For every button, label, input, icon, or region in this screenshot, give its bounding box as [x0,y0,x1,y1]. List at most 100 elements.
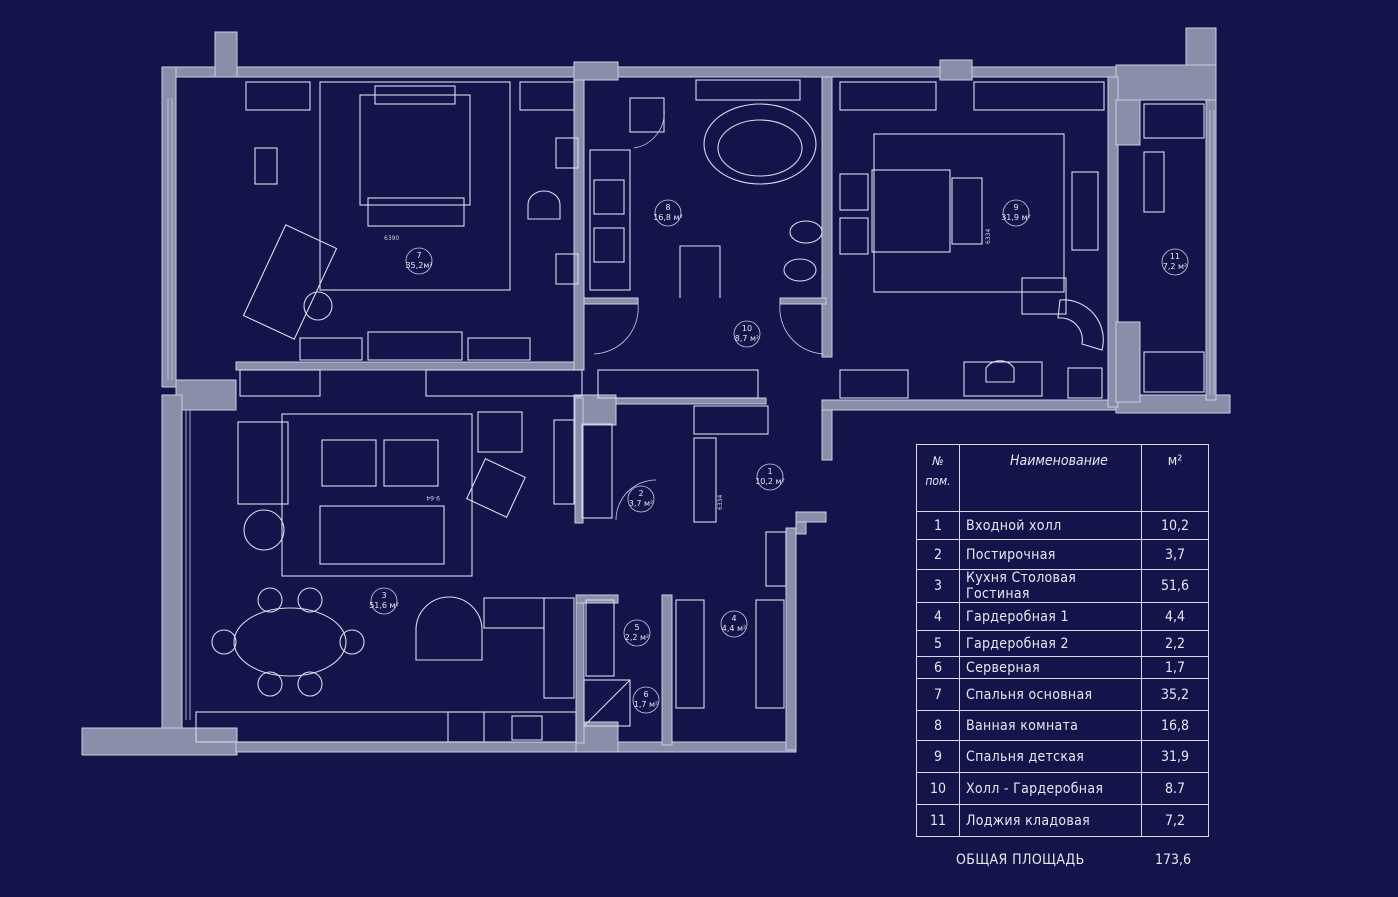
legend-row-num: 6 [916,656,960,679]
door-laundry [615,479,657,521]
legend-row-area: 2,2 [1141,630,1209,657]
bed-kids [871,169,951,253]
walls [81,27,1231,756]
furniture [195,79,1205,743]
dimension-4: 9-64 [426,494,440,501]
svg-text:8,7 м²: 8,7 м² [735,334,760,343]
wall-left-upper [161,66,177,388]
kitchen-counter-top [483,597,545,629]
svg-text:4,4 м²: 4,4 м² [722,624,747,633]
room-label-9: 9 31,9 м² [1001,199,1031,227]
nightstand-k2 [839,217,869,255]
chair-d3 [257,671,283,697]
armchair-lounge [242,224,338,340]
loggia-shelf-1 [1143,103,1205,139]
wall-loggia-inner-top [1115,99,1141,146]
hall-cabinet [765,531,787,587]
windows [167,98,1215,720]
dining-table [233,607,347,677]
wardrobe-4-rack-1 [675,599,705,709]
legend-header-unit: м² [1141,444,1209,512]
svg-text:3,7 м²: 3,7 м² [629,499,654,508]
wall-right-notch-top [795,511,827,523]
headboard-master [374,85,456,105]
room-label-8: 8 16,8 м² [653,199,683,227]
wall-int-horiz-1 [235,361,583,371]
sink-2 [593,227,625,263]
svg-text:10,2 м²: 10,2 м² [755,477,785,486]
wall-pillar-top-left [214,31,238,78]
legend-row-name: Гардеробная 2 [959,630,1142,657]
wardrobe-kids-1 [839,81,937,111]
legend-row-num: 10 [916,772,960,805]
legend-row-area: 8.7 [1141,772,1209,805]
legend-row-num: 4 [916,602,960,631]
rug-kids [873,133,1065,293]
wall-int-vert-2 [821,76,833,358]
legend-row-area: 16,8 [1141,710,1209,741]
svg-text:5: 5 [634,623,639,632]
svg-text:4: 4 [731,614,736,623]
wall-loggia-inner [1115,321,1141,403]
door-shower [633,107,665,149]
wall-wardrobe-left [575,602,585,744]
legend-row-area: 10,2 [1141,511,1209,540]
svg-text:7: 7 [416,251,421,260]
tv-unit [1071,171,1099,251]
pouf-1 [321,439,377,487]
wall-int-horiz-2 [615,397,767,405]
svg-text:31,9 м²: 31,9 м² [1001,213,1031,222]
loggia-shelf-2 [1143,351,1205,393]
living-cabinet-r [425,369,583,397]
bench-master [367,197,465,227]
kitchen-sink [511,715,543,741]
armchair-2 [466,458,526,518]
legend-row-num: 7 [916,678,960,711]
chair-d2 [297,587,323,613]
kitchen-island [415,596,483,661]
legend-row-name: Спальня основная [959,678,1142,711]
legend-row-name: Холл - Гардеробная [959,772,1142,805]
room-label-2: 2 3,7 м² [627,485,655,513]
room-label-10: 10 8,7 м² [733,320,761,348]
bath-shelf [695,79,801,101]
hob [447,711,485,743]
rug-living [281,413,473,577]
svg-text:2,2 м²: 2,2 м² [625,633,650,642]
bath-partition [679,245,721,298]
wardrobe-top-r [519,81,575,111]
legend-row-name: Спальня детская [959,740,1142,773]
wall-bottom-bedroom [821,399,1119,411]
wall-left-mid-block [175,379,237,411]
dimension-1: 6390 [384,235,399,242]
hall-wardrobe [597,369,759,399]
room-labels: 7 35,2м² 8 16,8 м² 9 31,9 м² 10 8,7 м² 1… [369,199,1189,714]
cabinet-1 [299,337,363,361]
svg-text:35,2м²: 35,2м² [405,261,432,270]
desk-2 [555,253,579,285]
wall-bottom [235,741,577,753]
legend-row-area: 35,2 [1141,678,1209,711]
svg-text:3: 3 [381,591,386,600]
legend-header-row: № пом. Наименование м² [916,444,1209,512]
dimension-2: 6334 [985,229,992,244]
wall-pillar-top-mid [573,61,619,81]
legend-row-name: Кухня Столовая Гостиная [959,569,1142,603]
kitchen-column [543,597,575,699]
desk-1 [555,137,579,169]
total-area-label: ОБЩАЯ ПЛОЩАДЬ [956,852,1085,868]
sofa-side [237,421,289,505]
laundry-rack [693,437,717,523]
legend-row-num: 3 [916,569,960,603]
svg-text:16,8 м²: 16,8 м² [653,213,683,222]
wardrobe-top-l [245,81,311,111]
